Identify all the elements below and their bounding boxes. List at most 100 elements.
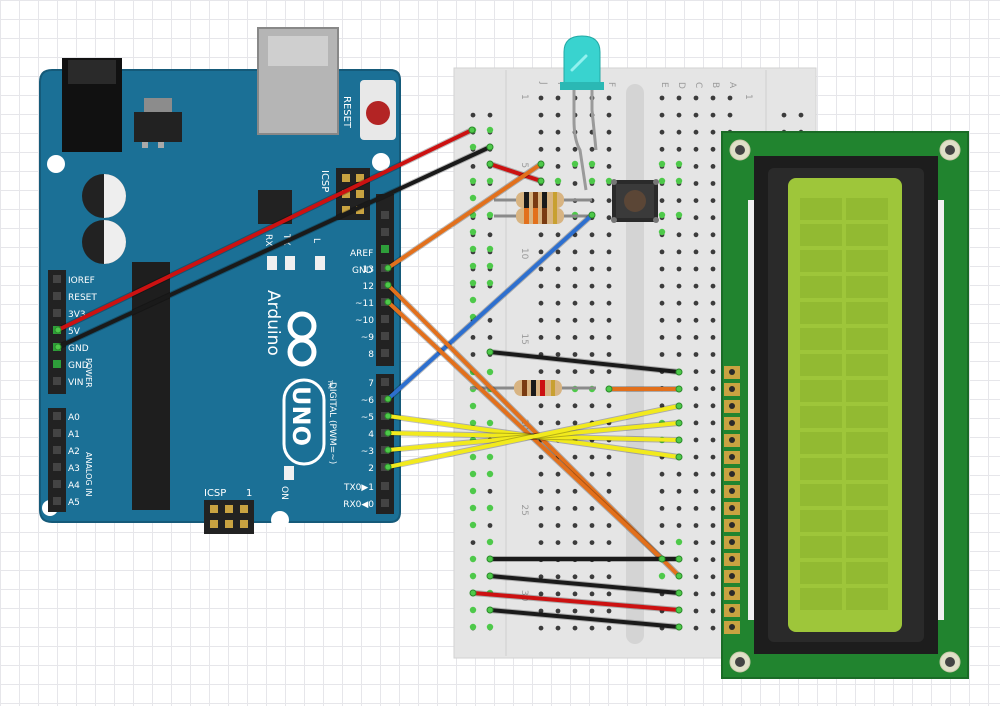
breadboard-hole[interactable] [538, 488, 544, 494]
breadboard-hole[interactable] [693, 283, 699, 289]
digital-pin[interactable] [381, 332, 389, 340]
breadboard-hole[interactable] [538, 266, 544, 272]
breadboard-hole[interactable] [659, 523, 665, 528]
breadboard-hole[interactable] [538, 146, 544, 152]
breadboard-hole[interactable] [538, 95, 544, 101]
breadboard-hole[interactable] [538, 608, 544, 614]
breadboard-hole[interactable] [538, 471, 544, 477]
breadboard-hole[interactable] [710, 540, 716, 545]
breadboard-hole[interactable] [572, 625, 578, 631]
breadboard-hole[interactable] [606, 146, 612, 152]
breadboard-hole[interactable] [676, 317, 682, 323]
breadboard-hole[interactable] [555, 95, 561, 101]
breadboard-hole[interactable] [538, 403, 544, 409]
digital-pin[interactable] [381, 245, 389, 253]
breadboard-hole[interactable] [676, 471, 682, 477]
breadboard-hole[interactable] [710, 215, 716, 221]
breadboard-hole[interactable] [693, 574, 699, 580]
breadboard-hole[interactable] [538, 591, 544, 597]
jumper-wire[interactable] [56, 145, 492, 349]
breadboard-hole[interactable] [693, 129, 699, 135]
breadboard-hole[interactable] [606, 249, 612, 255]
breadboard-hole[interactable] [538, 112, 544, 118]
jumper-wire[interactable] [386, 162, 543, 270]
breadboard-hole[interactable] [572, 146, 578, 152]
breadboard-hole[interactable] [659, 488, 665, 494]
rail-hole[interactable] [470, 164, 476, 169]
analog-pin[interactable] [53, 412, 61, 420]
breadboard-hole[interactable] [710, 317, 716, 323]
jumper-wire[interactable] [488, 162, 543, 183]
breadboard-hole[interactable] [710, 352, 716, 357]
breadboard-hole[interactable] [555, 523, 561, 528]
breadboard-hole[interactable] [710, 557, 716, 563]
breadboard-hole[interactable] [676, 95, 682, 101]
breadboard-hole[interactable] [606, 540, 612, 545]
digital-pin[interactable] [381, 315, 389, 323]
breadboard-hole[interactable] [710, 420, 716, 426]
breadboard-hole[interactable] [606, 283, 612, 289]
breadboard-hole[interactable] [710, 454, 716, 460]
breadboard-hole[interactable] [606, 266, 612, 272]
breadboard-hole[interactable] [693, 437, 699, 443]
breadboard-hole[interactable] [555, 540, 561, 545]
breadboard-hole[interactable] [710, 232, 716, 238]
breadboard-hole[interactable] [727, 112, 733, 118]
breadboard-hole[interactable] [676, 283, 682, 289]
analog-pin[interactable] [53, 463, 61, 471]
breadboard-hole[interactable] [710, 488, 716, 494]
breadboard-hole[interactable] [710, 471, 716, 477]
breadboard-hole[interactable] [710, 181, 716, 186]
breadboard-hole[interactable] [676, 146, 682, 152]
breadboard-hole[interactable] [555, 266, 561, 272]
breadboard-hole[interactable] [659, 471, 665, 477]
breadboard-hole[interactable] [589, 232, 595, 238]
breadboard-hole[interactable] [710, 386, 716, 392]
breadboard-hole[interactable] [555, 608, 561, 614]
breadboard-hole[interactable] [676, 506, 682, 511]
breadboard-hole[interactable] [659, 403, 665, 409]
breadboard-hole[interactable] [572, 454, 578, 460]
breadboard-hole[interactable] [606, 403, 612, 409]
breadboard-hole[interactable] [710, 146, 716, 152]
digital-pin[interactable] [381, 499, 389, 507]
reset-button[interactable] [360, 80, 396, 140]
breadboard-hole[interactable] [572, 266, 578, 272]
analog-pin[interactable] [53, 446, 61, 454]
rail-hole[interactable] [487, 232, 493, 238]
breadboard-hole[interactable] [693, 471, 699, 477]
digital-pin[interactable] [381, 228, 389, 236]
breadboard-hole[interactable] [710, 369, 716, 374]
breadboard-hole[interactable] [572, 181, 578, 186]
breadboard-hole[interactable] [606, 454, 612, 460]
breadboard-hole[interactable] [693, 198, 699, 204]
breadboard-hole[interactable] [659, 112, 665, 118]
breadboard-hole[interactable] [710, 335, 716, 340]
jumper-wire[interactable] [488, 574, 681, 595]
breadboard-hole[interactable] [693, 625, 699, 631]
breadboard-hole[interactable] [572, 369, 578, 374]
power-pin[interactable] [53, 275, 61, 283]
breadboard-hole[interactable] [693, 369, 699, 374]
breadboard-hole[interactable] [606, 198, 612, 204]
breadboard-hole[interactable] [572, 335, 578, 340]
breadboard-hole[interactable] [676, 352, 682, 357]
breadboard-hole[interactable] [693, 540, 699, 545]
breadboard-hole[interactable] [572, 591, 578, 597]
breadboard-hole[interactable] [693, 146, 699, 152]
analog-pin[interactable] [53, 429, 61, 437]
rail-hole[interactable] [487, 523, 493, 528]
breadboard-hole[interactable] [659, 540, 665, 545]
breadboard-hole[interactable] [710, 112, 716, 118]
breadboard-hole[interactable] [710, 574, 716, 580]
breadboard-hole[interactable] [538, 625, 544, 631]
breadboard-hole[interactable] [710, 249, 716, 255]
breadboard-hole[interactable] [727, 95, 733, 101]
breadboard-hole[interactable] [693, 249, 699, 255]
breadboard-hole[interactable] [589, 335, 595, 340]
breadboard-hole[interactable] [538, 335, 544, 340]
breadboard-hole[interactable] [538, 506, 544, 511]
breadboard-hole[interactable] [606, 523, 612, 528]
breadboard-hole[interactable] [693, 386, 699, 392]
breadboard-hole[interactable] [538, 454, 544, 460]
